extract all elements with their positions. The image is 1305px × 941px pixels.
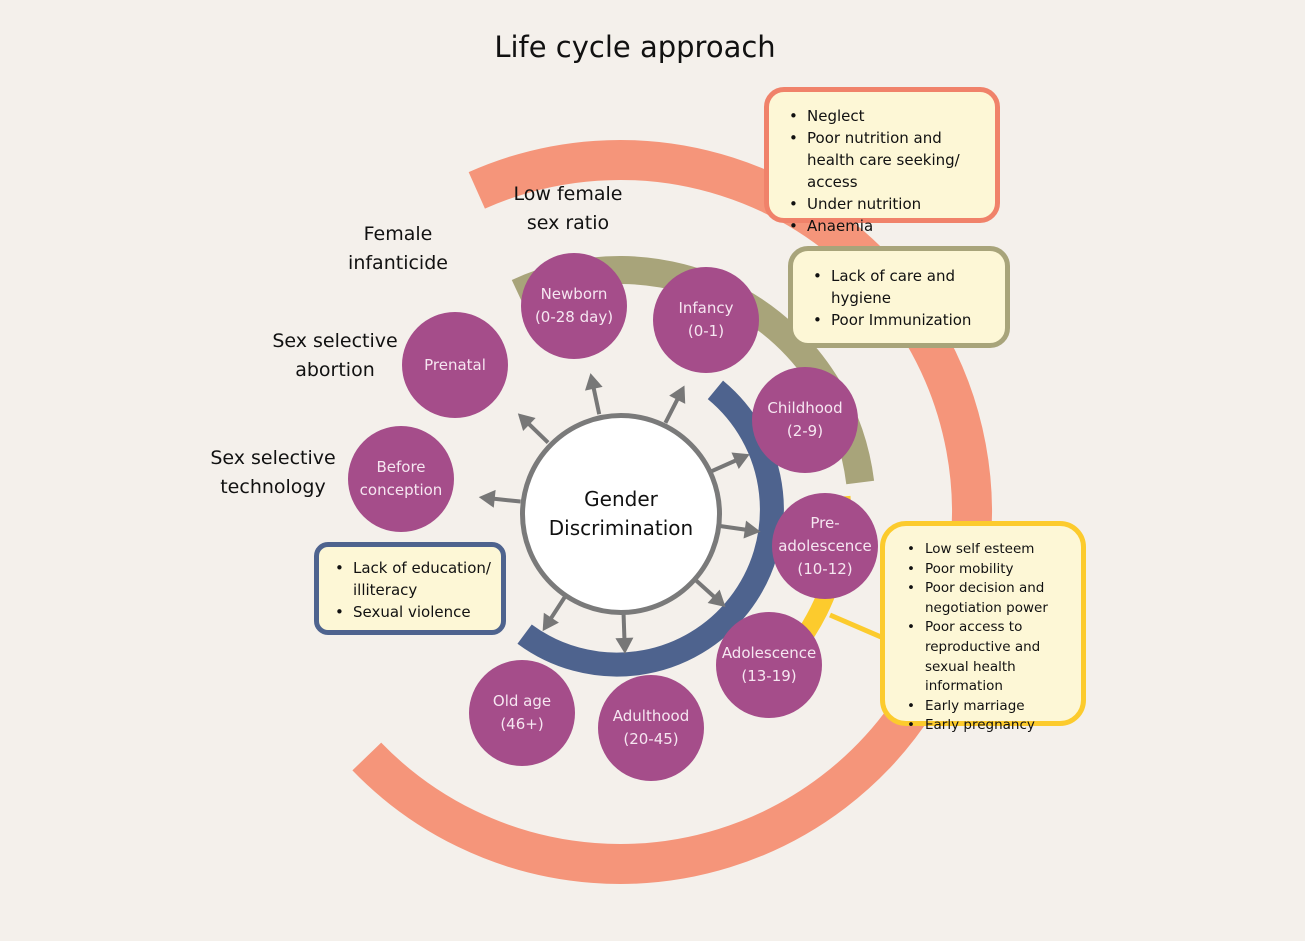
risk-item: Lack of care and hygiene [813,265,995,309]
stage-line: adolescence [778,536,872,555]
stage-line: (46+) [500,715,544,733]
arrow-shaft [591,384,602,415]
stage-before-conception: Before conception [348,426,454,532]
yellow-risk-box: Low self esteem Poor mobility Poor decis… [880,521,1086,736]
stage-old-age: Old age (46+) [469,660,575,766]
center-line: Discrimination [548,516,694,540]
stage-line: (13-19) [741,667,797,685]
risk-item: Lack of education/ illiteracy [335,557,495,601]
stage-infancy: Infancy (0-1) [653,267,759,373]
risk-item: Poor decision and negotiation power [907,579,1075,618]
page-title: Life cycle approach [494,30,776,64]
arrow-head [517,413,536,431]
stage-newborn: Newborn (0-28 day) [521,253,627,359]
stage-line: (0-1) [687,322,725,340]
stage-line: Adolescence [721,644,817,662]
stage-adulthood: Adulthood (20-45) [598,675,704,781]
stage-line: (10-12) [797,559,853,578]
risk-item: Anaemia [789,215,985,237]
outcome-female-infanticide: Female infanticide [330,220,466,278]
stage-line: Infancy [678,299,734,317]
arrow-head [584,373,603,391]
outcome-sex-selective-abortion: Sex selective abortion [260,327,410,385]
outcome-low-female-sex-ratio: Low female sex ratio [500,180,636,238]
stage-line: Before [376,458,426,476]
risk-item: Sexual violence [335,601,495,623]
stage-line: Pre- [810,513,840,532]
stage-line: (0-28 day) [534,308,614,326]
outcome-text: Female infanticide [348,223,448,274]
arrow-shaft [663,395,681,424]
stage-prenatal: Prenatal [402,312,508,418]
arrow-shaft [692,577,718,601]
center-line: Gender [584,487,658,511]
arrow-shaft [710,457,740,474]
outcome-text: Low female sex ratio [513,183,623,234]
arrow-shaft [490,496,521,504]
risk-list: Lack of education/ illiteracy Sexual vio… [329,557,495,623]
olive-risk-box: Lack of care and hygiene Poor Immunizati… [788,246,1010,348]
risk-item: Poor nutrition and health care seeking/ … [789,127,985,193]
stage-line: Childhood [767,399,843,417]
arrow-head [615,637,634,654]
outcome-text: Sex selective technology [210,447,336,498]
stage-childhood: Childhood (2-9) [752,367,858,473]
risk-item: Early pregnancy [907,716,1075,736]
risk-item: Poor mobility [907,560,1075,580]
arrow-head [707,589,726,608]
risk-item: Low self esteem [907,540,1075,560]
stage-line: (20-45) [623,730,679,748]
risk-list: Lack of care and hygiene Poor Immunizati… [807,265,995,331]
arrow-shaft [547,594,568,623]
stage-line: Old age [492,692,552,710]
stage-line: Adulthood [612,707,690,725]
outcome-text: Sex selective abortion [272,330,398,381]
risk-list: Low self esteem Poor mobility Poor decis… [901,540,1075,736]
outcome-sex-selective-technology: Sex selective technology [198,444,348,502]
blue-risk-box: Lack of education/ illiteracy Sexual vio… [314,542,506,635]
yellow-connector-line [829,612,889,643]
stage-line: Newborn [540,285,608,303]
stage-line: conception [359,481,443,499]
arrow-head [542,612,559,632]
arrow-head [669,385,686,404]
arrow-shaft [718,523,750,533]
arrow-shaft [525,420,550,444]
stage-pre-adolescence: Pre-adolescence (10-12) [772,493,878,599]
stage-line: Prenatal [424,355,486,374]
salmon-risk-box: Neglect Poor nutrition and health care s… [764,87,1000,237]
risk-item: Poor Immunization [813,309,995,331]
arrow-head [478,489,496,508]
arrow-head [743,520,761,539]
risk-item: Under nutrition [789,193,985,215]
risk-item: Poor access to reproductive and sexual h… [907,618,1075,696]
stage-line: (2-9) [786,422,824,440]
arrow-head [731,452,750,469]
arrows-group [478,373,761,654]
risk-item: Early marriage [907,697,1075,717]
stage-adolescence: Adolescence (13-19) [716,612,822,718]
risk-list: Neglect Poor nutrition and health care s… [783,105,985,237]
risk-item: Neglect [789,105,985,127]
arrow-shaft [621,611,627,642]
